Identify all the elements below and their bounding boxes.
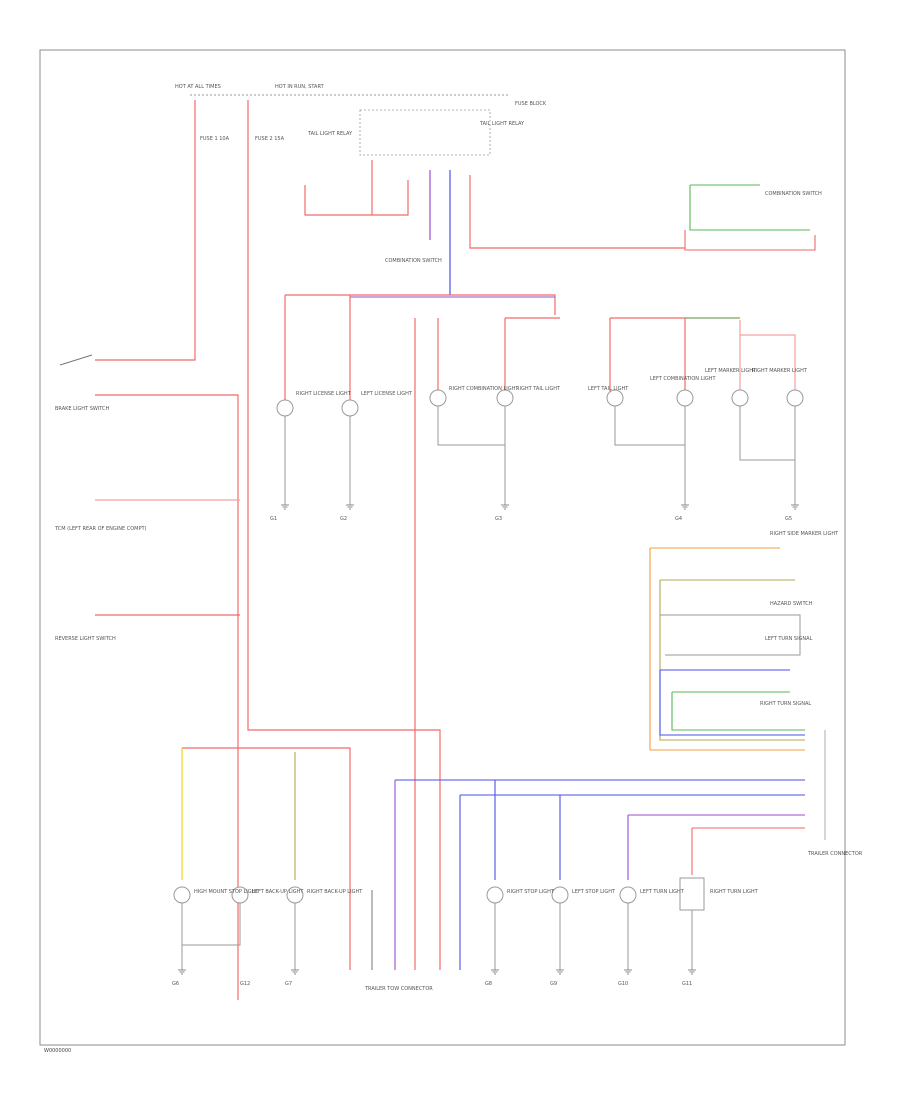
wire-tail-r bbox=[504, 317, 560, 400]
mid-label-r-comb: RIGHT COMBINATION LIGHT bbox=[449, 386, 519, 392]
wire-purple-turn-l bbox=[627, 814, 805, 880]
mid-label-l-comb: LEFT COMBINATION LIGHT bbox=[650, 376, 716, 382]
fuse-label-5: FUSE BLOCK bbox=[515, 101, 547, 107]
mid-lamps bbox=[276, 389, 804, 417]
ground-symbol bbox=[624, 969, 632, 975]
left-label-brake: BRAKE LIGHT SWITCH bbox=[55, 406, 110, 412]
left-label-reverse: REVERSE LIGHT SWITCH bbox=[55, 636, 116, 642]
wire-relay-loop bbox=[304, 180, 409, 216]
bottom-ground-2: G7 bbox=[285, 981, 292, 987]
bottom-label-hmsl: HIGH MOUNT STOP LIGHT bbox=[194, 889, 259, 895]
mid-ground-5: G5 bbox=[785, 516, 792, 522]
left-label-tcm: TCM (LEFT REAR OF ENGINE COMPT) bbox=[54, 526, 147, 532]
brake-switch-symbol bbox=[59, 354, 93, 366]
wire-brake-down bbox=[95, 394, 239, 1000]
mid-ground-4: G4 bbox=[675, 516, 682, 522]
diagram-frame bbox=[39, 49, 846, 1046]
wire-fuse1-to-brake bbox=[95, 100, 196, 361]
ground-symbol bbox=[346, 504, 354, 510]
ground-symbol bbox=[556, 969, 564, 975]
ground-symbol bbox=[791, 504, 799, 510]
top-label-2: HOT IN RUN, START bbox=[275, 84, 325, 90]
wire-green-harness bbox=[671, 691, 805, 731]
bottom-ground-6: G11 bbox=[682, 981, 692, 987]
lamp-left-combination bbox=[676, 389, 694, 407]
mid-label-r-side-marker: RIGHT SIDE MARKER LIGHT bbox=[770, 531, 839, 537]
fuse-label-4: TAIL LIGHT RELAY bbox=[479, 121, 525, 127]
mid-label-r-license: RIGHT LICENSE LIGHT bbox=[296, 391, 352, 397]
fuse-label-2: FUSE 2 15A bbox=[255, 136, 285, 142]
wire-fuse2-down bbox=[247, 100, 441, 970]
bottom-label-l-turn: LEFT TURN LIGHT bbox=[640, 889, 685, 895]
mid-label-r-tail: RIGHT TAIL LIGHT bbox=[516, 386, 561, 392]
lamp-right-license bbox=[276, 399, 294, 417]
wire-olive-harness bbox=[659, 579, 805, 741]
bottom-ground-1: G6 bbox=[172, 981, 179, 987]
lamp-left-stop bbox=[551, 886, 569, 904]
ground-symbol bbox=[501, 504, 509, 510]
mid-ground-3: G3 bbox=[495, 516, 502, 522]
relay-box bbox=[359, 109, 491, 156]
bottom-ground-7: G12 bbox=[240, 981, 250, 987]
bottom-label-l-backup: LEFT BACK-UP LIGHT bbox=[252, 889, 304, 895]
lamp-left-turn bbox=[619, 886, 637, 904]
mid-ground-2: G2 bbox=[340, 516, 347, 522]
bottom-label-l-stop: LEFT STOP LIGHT bbox=[572, 889, 616, 895]
right-label-rturn: RIGHT TURN SIGNAL bbox=[760, 701, 811, 707]
bottom-label-r-stop: RIGHT STOP LIGHT bbox=[507, 889, 555, 895]
bottom-ground-leads bbox=[181, 903, 693, 970]
lamp-left-marker bbox=[731, 389, 749, 407]
ground-symbol bbox=[291, 969, 299, 975]
mid-label-combo-switch: COMBINATION SWITCH bbox=[385, 258, 442, 264]
mid-ground-1: G1 bbox=[270, 516, 277, 522]
lamp-right-marker bbox=[786, 389, 804, 407]
wire-right-group bbox=[609, 317, 740, 400]
ground-symbol bbox=[491, 969, 499, 975]
fuse-label-1: FUSE 1 10A bbox=[200, 136, 230, 142]
lamp-left-license bbox=[341, 399, 359, 417]
lamp-left-tail bbox=[606, 389, 624, 407]
right-label-combo-switch: COMBINATION SWITCH bbox=[765, 191, 822, 197]
ground-symbol bbox=[178, 969, 186, 975]
right-label-trailer: TRAILER CONNECTOR bbox=[807, 851, 863, 857]
right-label-hazard: HAZARD SWITCH bbox=[770, 601, 813, 607]
bottom-ground-4: G9 bbox=[550, 981, 557, 987]
mid-label-r-marker: RIGHT MARKER LIGHT bbox=[752, 368, 808, 374]
ground-symbol bbox=[281, 504, 289, 510]
ground-symbol bbox=[681, 504, 689, 510]
wire-blue-stop-drops bbox=[494, 780, 561, 880]
lamp-right-combination bbox=[429, 389, 447, 407]
wire-green-top-right bbox=[689, 184, 810, 231]
wire-red-top-right bbox=[684, 230, 816, 251]
mid-ground-leads bbox=[284, 406, 796, 505]
wire-orange-harness bbox=[649, 547, 805, 751]
bottom-ground-5: G10 bbox=[618, 981, 628, 987]
lamp-right-stop bbox=[486, 886, 504, 904]
ground-symbol bbox=[688, 969, 696, 975]
footer-code: W0000000 bbox=[44, 1048, 71, 1054]
mid-label-l-tail: LEFT TAIL LIGHT bbox=[588, 386, 629, 392]
right-label-lturn: LEFT TURN SIGNAL bbox=[765, 636, 813, 642]
wire-mid-bus-red bbox=[285, 294, 556, 315]
wire-bottom-left-bus bbox=[182, 747, 351, 970]
top-label-1: HOT AT ALL TIMES bbox=[175, 84, 221, 90]
wire-gray-harness bbox=[660, 614, 801, 656]
lamp-right-tail bbox=[496, 389, 514, 407]
bottom-label-r-turn: RIGHT TURN LIGHT bbox=[710, 889, 759, 895]
wire-markers bbox=[739, 320, 796, 400]
lamp-high-mount-stop bbox=[173, 886, 191, 904]
wire-top-right bbox=[469, 175, 685, 249]
bottom-label-r-backup: RIGHT BACK-UP LIGHT bbox=[307, 889, 363, 895]
bottom-label-trailer: TRAILER TOW CONNECTOR bbox=[364, 986, 433, 992]
wire-blue-lower-2 bbox=[459, 794, 805, 970]
ground-symbols bbox=[178, 504, 799, 975]
mid-label-l-marker: LEFT MARKER LIGHT bbox=[705, 368, 757, 374]
bottom-ground-3: G8 bbox=[485, 981, 492, 987]
wire-red-turn-r bbox=[691, 827, 805, 875]
mid-label-l-license: LEFT LICENSE LIGHT bbox=[361, 391, 413, 397]
fuse-label-3: TAIL LIGHT RELAY bbox=[307, 131, 353, 137]
wire-blue-harness bbox=[659, 669, 805, 736]
